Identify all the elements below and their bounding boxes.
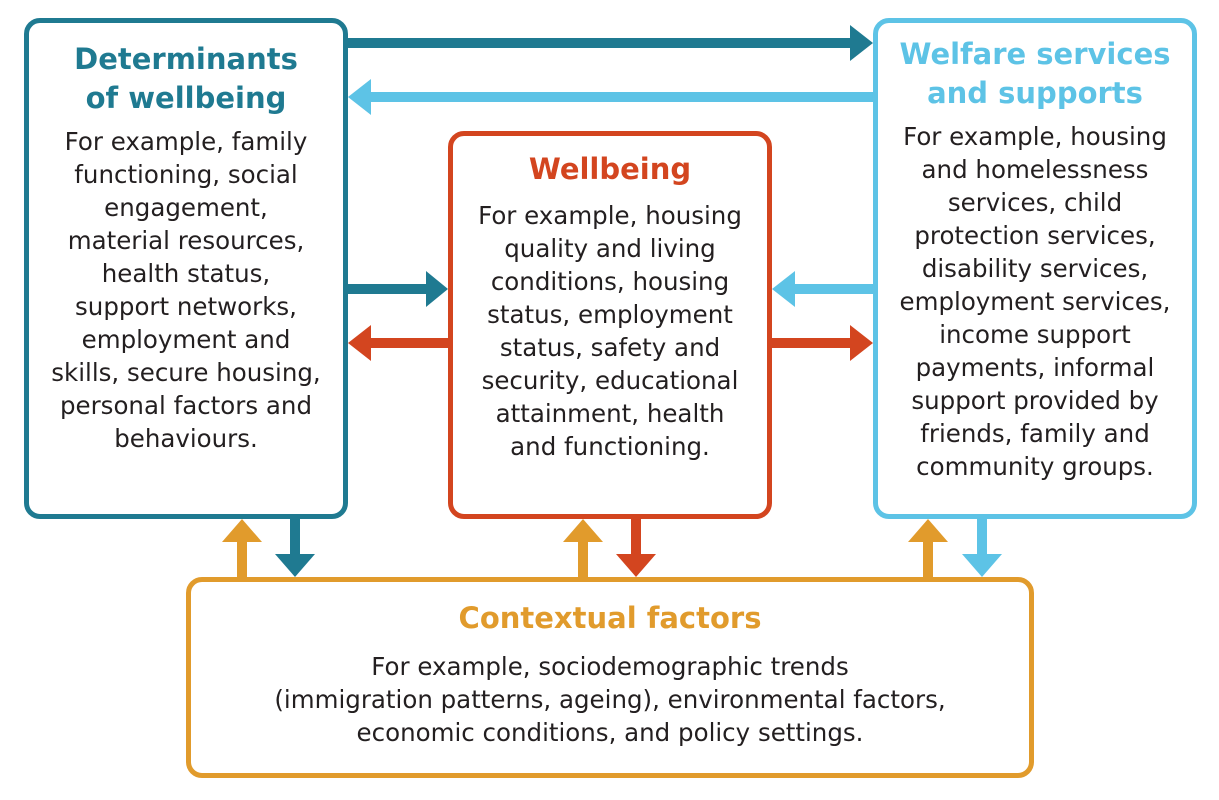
- arrow-wellbeing-to-welfare: [770, 325, 873, 361]
- determinants-body: For example, family functioning, social …: [51, 127, 321, 453]
- arrow-contextual-to-determinants: [222, 519, 262, 580]
- welfare-title: Welfare services and supports: [899, 37, 1171, 110]
- contextual-body: For example, sociodemographic trends (im…: [274, 652, 946, 747]
- welfare-box: Welfare services and supports For exampl…: [873, 18, 1197, 519]
- determinants-title: Determinants of wellbeing: [74, 42, 298, 115]
- wellbeing-body: For example, housing quality and living …: [478, 201, 742, 461]
- determinants-box: Determinants of wellbeing For example, f…: [24, 18, 348, 519]
- wellbeing-title: Wellbeing: [528, 152, 692, 186]
- arrow-contextual-to-wellbeing: [563, 519, 603, 580]
- arrow-welfare-to-contextual: [962, 517, 1002, 577]
- arrow-determinants-to-wellbeing: [346, 271, 448, 307]
- contextual-title: Contextual factors: [458, 601, 762, 635]
- arrow-determinants-to-welfare: [346, 25, 873, 61]
- arrow-wellbeing-to-determinants: [348, 325, 450, 361]
- arrow-determinants-to-contextual: [275, 517, 315, 577]
- wellbeing-box: Wellbeing For example, housing quality a…: [448, 131, 772, 519]
- arrow-wellbeing-to-contextual: [616, 517, 656, 577]
- contextual-box: Contextual factors For example, sociodem…: [186, 577, 1034, 778]
- arrow-welfare-to-wellbeing: [772, 271, 875, 307]
- arrow-welfare-to-determinants: [348, 79, 875, 115]
- welfare-body: For example, housing and homelessness se…: [899, 122, 1171, 481]
- arrow-contextual-to-welfare: [908, 519, 948, 580]
